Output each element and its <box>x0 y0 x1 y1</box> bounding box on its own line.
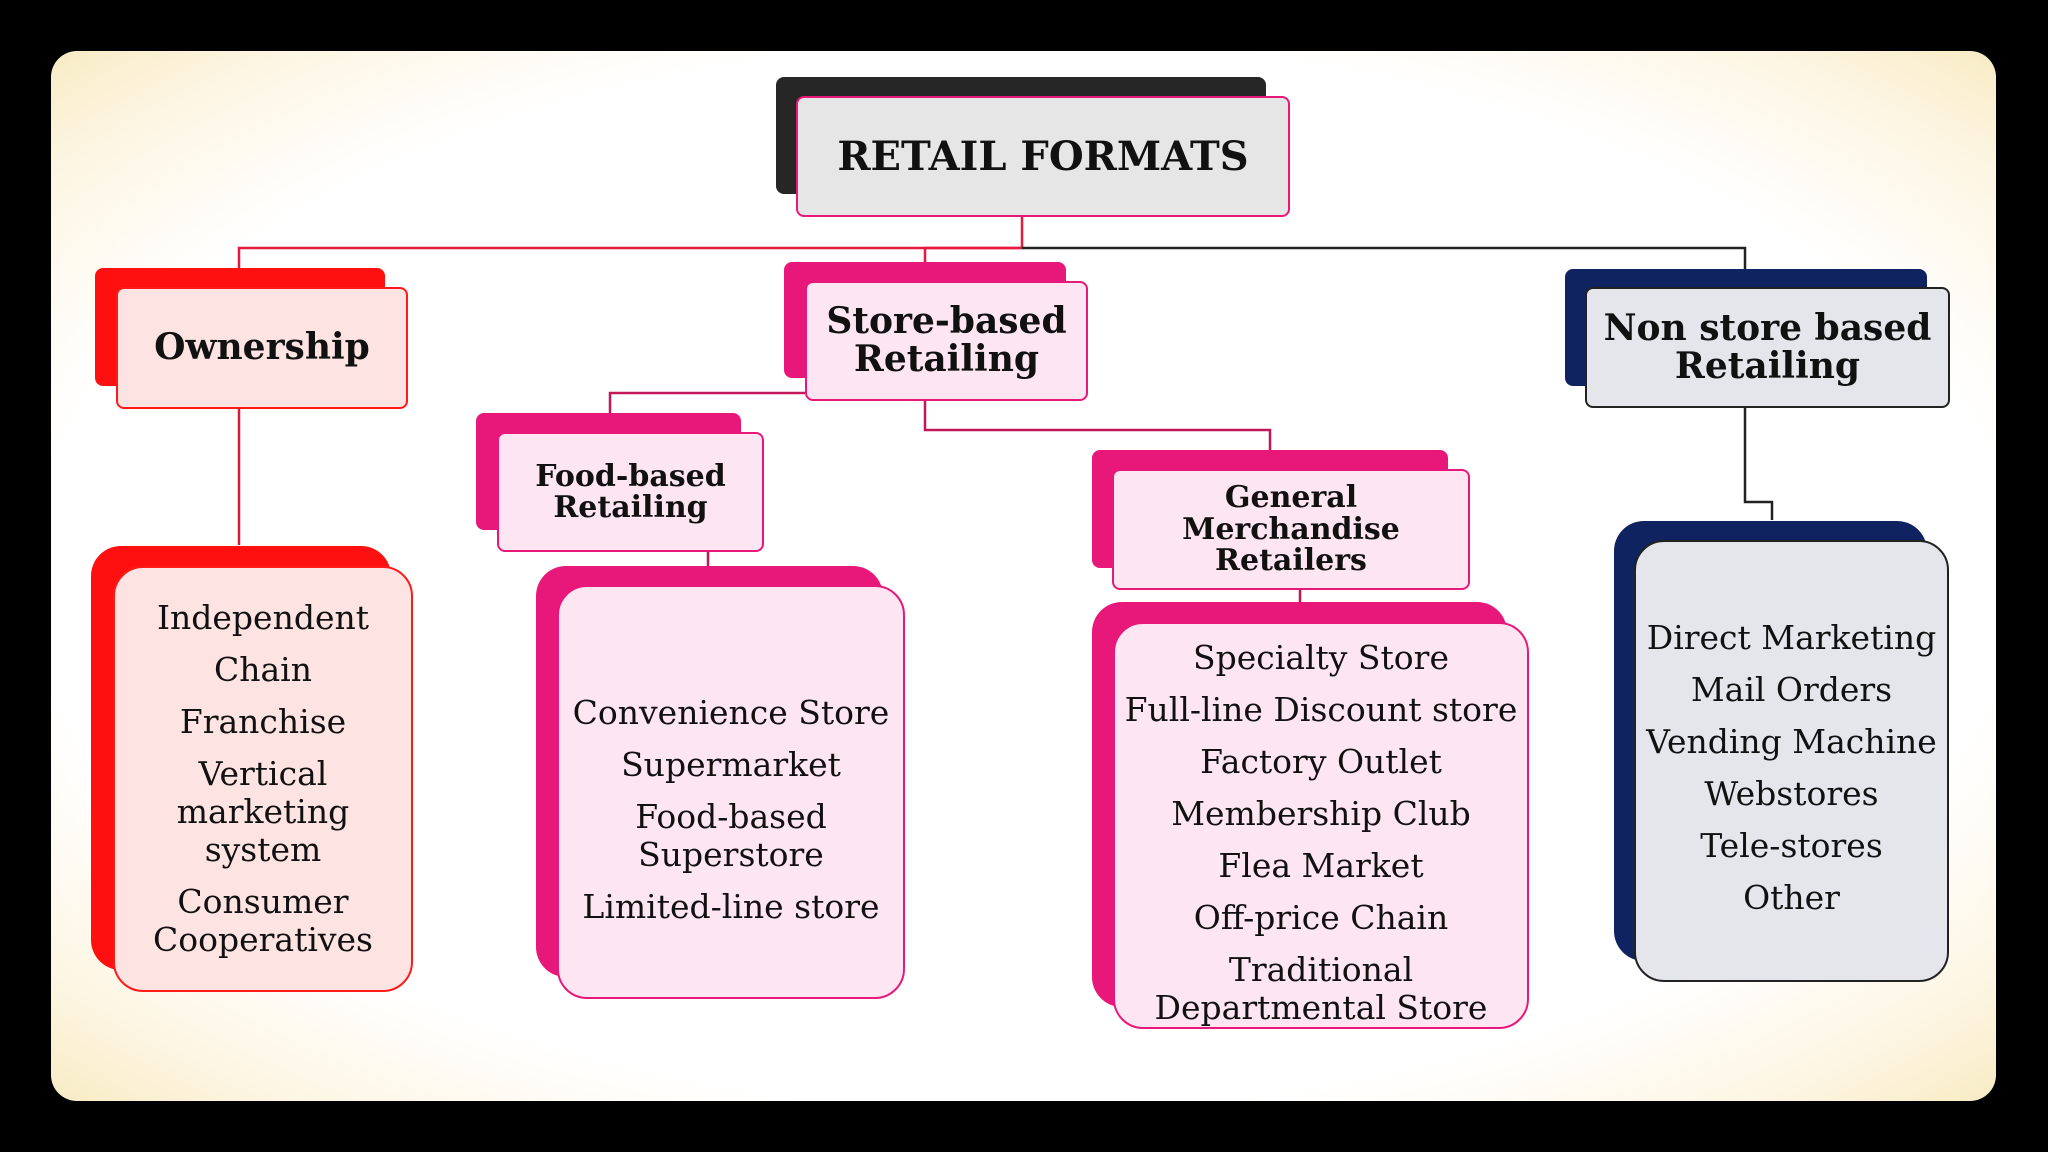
non-store-item: Tele-stores <box>1700 826 1883 865</box>
general-merch-item: Off-price Chain <box>1193 898 1449 937</box>
root-title: RETAIL FORMATS <box>837 132 1249 180</box>
connector-store-food <box>608 391 805 420</box>
ownership-item: Franchise <box>179 702 347 741</box>
non-store-list-box: Direct Marketing Mail Orders Vending Mac… <box>1634 540 1949 982</box>
non-store-list: Direct Marketing Mail Orders Vending Mac… <box>1614 521 1949 982</box>
non-store-item: Direct Marketing <box>1646 618 1937 657</box>
general-merch-item: Membership Club <box>1171 794 1471 833</box>
ownership-item: Chain <box>214 650 312 689</box>
non-store-title: Non store based Retailing <box>1603 306 1932 387</box>
store-based-title: Store-based Retailing <box>826 300 1067 380</box>
root-node-box: RETAIL FORMATS <box>796 96 1290 217</box>
food-based-list-box: Convenience Store Supermarket Food-based… <box>557 585 905 999</box>
food-based-item: Food-based Superstore <box>635 797 827 874</box>
connector-nonstore-list <box>1743 407 1774 520</box>
food-based-item: Convenience Store <box>572 693 890 732</box>
connector-root-non-store <box>1022 246 1747 275</box>
ownership-node-box: Ownership <box>116 287 408 409</box>
ownership-list: Independent Chain Franchise Vertical mar… <box>91 546 413 992</box>
non-store-item: Webstores <box>1704 774 1879 813</box>
general-merch-item: Full-line Discount store <box>1124 690 1518 729</box>
non-store-node: Non store based Retailing <box>1565 269 1950 408</box>
ownership-node: Ownership <box>95 268 408 409</box>
general-merch-item: Factory Outlet <box>1200 742 1442 781</box>
general-merch-title: General Merchandise Retailers <box>1182 480 1400 579</box>
general-merch-item: Flea Market <box>1218 846 1424 885</box>
general-merch-list: Specialty Store Full-line Discount store… <box>1092 602 1529 1029</box>
ownership-title: Ownership <box>154 326 370 369</box>
general-merch-item: Traditional Departmental Store <box>1154 950 1488 1027</box>
general-merch-node: General Merchandise Retailers <box>1092 450 1470 590</box>
general-merch-node-box: General Merchandise Retailers <box>1112 469 1470 590</box>
root-node: RETAIL FORMATS <box>776 77 1290 217</box>
store-based-node: Store-based Retailing <box>784 262 1088 401</box>
store-based-node-box: Store-based Retailing <box>805 281 1088 401</box>
food-based-list: Convenience Store Supermarket Food-based… <box>536 566 905 999</box>
food-based-node: Food-based Retailing <box>476 413 764 552</box>
connector-store-general <box>923 398 1272 456</box>
food-based-item: Supermarket <box>621 745 841 784</box>
food-based-node-box: Food-based Retailing <box>497 432 764 552</box>
ownership-item: Independent <box>156 598 370 637</box>
ownership-item: Vertical marketing system <box>176 754 350 869</box>
food-based-title: Food-based Retailing <box>535 458 726 525</box>
non-store-item: Mail Orders <box>1690 670 1893 709</box>
general-merch-list-box: Specialty Store Full-line Discount store… <box>1113 622 1529 1029</box>
non-store-item: Vending Machine <box>1646 722 1937 761</box>
general-merch-item: Specialty Store <box>1193 638 1449 677</box>
non-store-node-box: Non store based Retailing <box>1585 287 1950 408</box>
food-based-item: Limited-line store <box>582 887 880 926</box>
connector-root-ownership <box>237 217 1024 275</box>
ownership-list-box: Independent Chain Franchise Vertical mar… <box>113 566 413 992</box>
ownership-item: Consumer Cooperatives <box>152 882 373 959</box>
non-store-item: Other <box>1743 878 1840 917</box>
